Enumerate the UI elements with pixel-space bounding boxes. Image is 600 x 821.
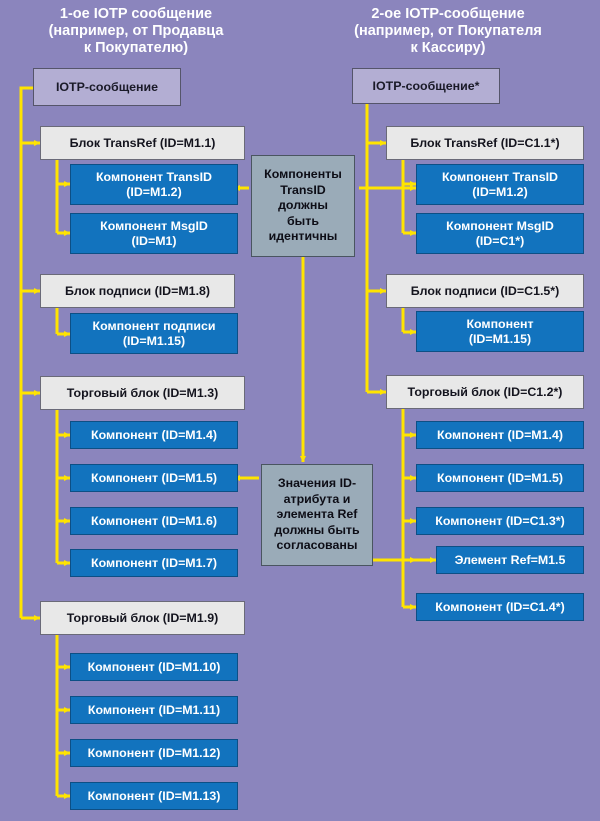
left-node-trading-block-m19[interactable]: Торговый блок (ID=M1.9)	[40, 601, 245, 635]
left-node-transid-component[interactable]: Компонент TransID (ID=M1.2)	[70, 164, 238, 205]
left-node-signature-block[interactable]: Блок подписи (ID=M1.8)	[40, 274, 235, 308]
right-node-transid-component[interactable]: Компонент TransID (ID=M1.2)	[416, 164, 584, 205]
right-node-transref-block[interactable]: Блок TransRef (ID=C1.1*)	[386, 126, 584, 160]
left-node-component-m111[interactable]: Компонент (ID=M1.11)	[70, 696, 238, 724]
left-root-iotp-message[interactable]: IOTP-сообщение	[33, 68, 181, 106]
column-title-right: 2-ое IOTP-сообщение (например, от Покупа…	[354, 6, 542, 56]
note-transid-must-be-identical[interactable]: Компоненты TransID должны быть идентичны	[251, 155, 355, 257]
left-node-component-m113[interactable]: Компонент (ID=M1.13)	[70, 782, 238, 810]
left-node-component-m16[interactable]: Компонент (ID=M1.6)	[70, 507, 238, 535]
right-node-signature-block[interactable]: Блок подписи (ID=C1.5*)	[386, 274, 584, 308]
note-id-attribute-ref-element[interactable]: Значения ID- атрибута и элемента Ref дол…	[261, 464, 373, 566]
right-root-iotp-message[interactable]: IOTP-сообщение*	[352, 68, 500, 104]
right-node-msgid-component[interactable]: Компонент MsgID (ID=C1*)	[416, 213, 584, 254]
right-node-component-m15[interactable]: Компонент (ID=M1.5)	[416, 464, 584, 492]
left-node-component-m110[interactable]: Компонент (ID=M1.10)	[70, 653, 238, 681]
right-node-component-c13[interactable]: Компонент (ID=C1.3*)	[416, 507, 584, 535]
right-node-trading-block-c12[interactable]: Торговый блок (ID=C1.2*)	[386, 375, 584, 409]
column-title-left: 1-ое IOTP сообщение (например, от Продав…	[48, 6, 224, 56]
left-node-component-m15[interactable]: Компонент (ID=M1.5)	[70, 464, 238, 492]
left-node-msgid-component[interactable]: Компонент MsgID (ID=M1)	[70, 213, 238, 254]
left-node-component-m17[interactable]: Компонент (ID=M1.7)	[70, 549, 238, 577]
right-node-signature-component[interactable]: Компонент (ID=M1.15)	[416, 311, 584, 352]
right-node-element-ref-m15[interactable]: Элемент Ref=M1.5	[436, 546, 584, 574]
right-node-component-m14[interactable]: Компонент (ID=M1.4)	[416, 421, 584, 449]
left-node-component-m112[interactable]: Компонент (ID=M1.12)	[70, 739, 238, 767]
left-node-component-m14[interactable]: Компонент (ID=M1.4)	[70, 421, 238, 449]
left-node-trading-block-m13[interactable]: Торговый блок (ID=M1.3)	[40, 376, 245, 410]
left-node-signature-component[interactable]: Компонент подписи (ID=M1.15)	[70, 313, 238, 354]
right-node-component-c14[interactable]: Компонент (ID=C1.4*)	[416, 593, 584, 621]
left-node-transref-block[interactable]: Блок TransRef (ID=M1.1)	[40, 126, 245, 160]
